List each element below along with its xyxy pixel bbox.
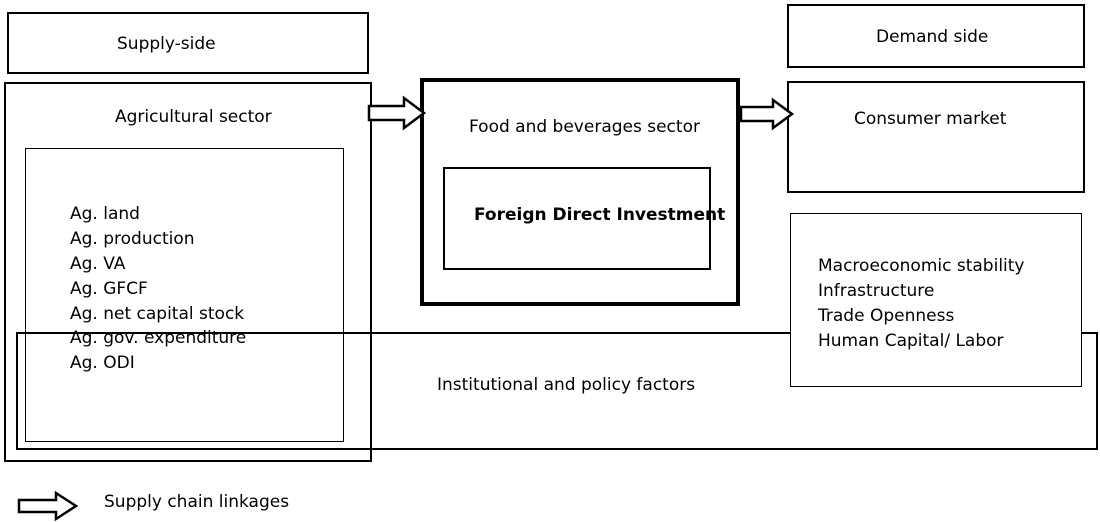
factor-macroeconomic-stability: Macroeconomic stability [818, 256, 1025, 276]
indicator-ag-net-capital-stock: Ag. net capital stock [70, 304, 245, 324]
agricultural-indicators-list: Ag. land Ag. production Ag. VA Ag. GFCF … [70, 202, 246, 376]
indicator-ag-gfcf: Ag. GFCF [70, 279, 148, 299]
supply-side-label: Supply-side [117, 34, 216, 54]
legend-arrow-icon [17, 490, 79, 522]
consumer-market-box [787, 81, 1085, 193]
demand-side-box [787, 4, 1085, 68]
indicator-ag-odi: Ag. ODI [70, 353, 135, 373]
factor-infrastructure: Infrastructure [818, 281, 935, 301]
supply-chain-arrow-icon [739, 97, 795, 131]
agricultural-indicators-box [25, 148, 344, 442]
indicator-ag-gov-expenditure: Ag. gov. expenditure [70, 328, 247, 348]
agricultural-sector-label: Agricultural sector [115, 107, 272, 127]
institutional-label: Institutional and policy factors [437, 375, 696, 395]
factor-human-capital: Human Capital/ Labor [818, 331, 1004, 351]
fdi-box [443, 167, 711, 270]
macro-factors-box [790, 213, 1082, 387]
macro-factors-list: Macroeconomic stability Infrastructure T… [818, 254, 1025, 354]
indicator-ag-land: Ag. land [70, 204, 140, 224]
food-beverages-sector-label: Food and beverages sector [469, 117, 700, 137]
factor-trade-openness: Trade Openness [818, 306, 955, 326]
demand-side-label: Demand side [876, 27, 989, 47]
indicator-ag-va: Ag. VA [70, 254, 126, 274]
consumer-market-label: Consumer market [854, 109, 1007, 129]
legend-label: Supply chain linkages [104, 492, 290, 512]
supply-chain-arrow-icon [367, 95, 427, 131]
fdi-label: Foreign Direct Investment [474, 205, 726, 225]
agricultural-sector-box [4, 82, 372, 462]
supply-side-box [7, 12, 369, 74]
indicator-ag-production: Ag. production [70, 229, 195, 249]
institutional-box [16, 332, 1098, 450]
